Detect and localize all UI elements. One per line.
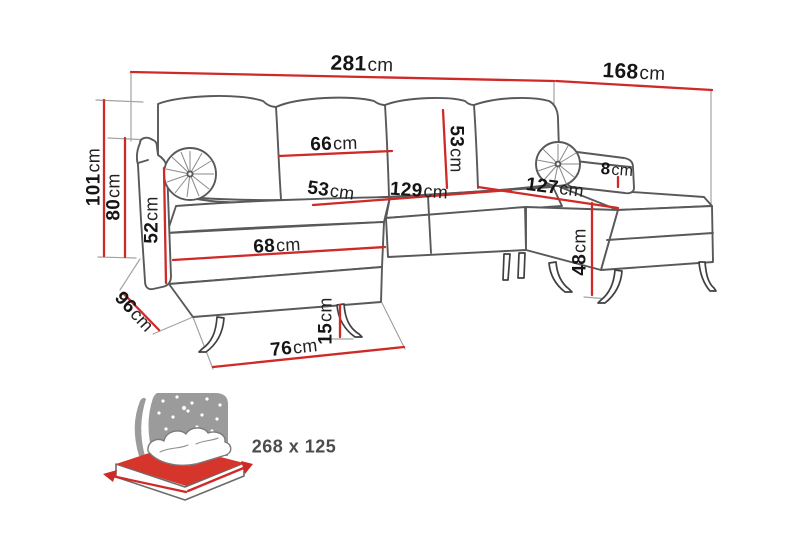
dim-label-back-height: 101cm [83, 147, 105, 207]
dim-label-armrest-inner-height: 52cm [141, 196, 163, 244]
left-chaise [166, 196, 391, 318]
dim-line-chaise-front-width [171, 245, 387, 262]
dim-label-back-cushion-width: 66cm [309, 132, 358, 156]
sofa-leg [517, 252, 526, 279]
sofa-leg [336, 303, 363, 338]
bed-blanket [147, 427, 232, 466]
sofa-leg [502, 253, 511, 281]
dim-line-chaise-depth [121, 291, 161, 332]
sofa-drawing [136, 95, 717, 353]
dim-label-leg-height: 15cm [315, 297, 337, 345]
night-sky-fold [134, 397, 146, 456]
dim-line-total-width [129, 70, 556, 83]
middle-seats [385, 186, 563, 258]
sofa-leg [698, 261, 717, 292]
dim-line-side-depth [554, 79, 714, 92]
back-cushion-seam [275, 106, 282, 200]
back-cushion-seam [473, 104, 479, 189]
dim-label-chaise-front-width: 68cm [252, 234, 302, 258]
sofa-leg [597, 269, 623, 304]
dim-line-back-cushion-height [441, 108, 449, 190]
dim-label-armrest-height: 80cm [103, 173, 125, 221]
dimension-lines [102, 70, 714, 369]
dim-line-armrest-inner-height [162, 166, 168, 285]
dim-label-seat-height: 48cm [569, 228, 591, 276]
dim-label-seat-width: 129cm [389, 178, 449, 203]
sofa-legs [198, 252, 717, 353]
dim-label-armrest-width: 8cm [600, 158, 634, 181]
left-armrest-step [137, 159, 149, 164]
bolster-pillow-right [535, 141, 581, 187]
sofa-leg [198, 316, 225, 353]
right-chaise [525, 186, 714, 271]
sleeping-area-size: 268 x 125 [251, 436, 337, 457]
stars [157, 395, 223, 449]
bed-size-arrows [103, 461, 253, 494]
bolster-pillow-left [163, 147, 217, 201]
dim-line-base-width [211, 345, 406, 369]
dim-label-back-cushion-height: 53cm [445, 125, 467, 173]
sofa-bed-icon [103, 393, 253, 501]
dim-line-chaise-length [476, 185, 620, 210]
dim-label-total-width: 281cm [330, 51, 394, 77]
dim-line-seat-width [311, 188, 513, 207]
dim-line-back-cushion-width [277, 149, 394, 158]
left-armrest [136, 136, 172, 291]
dim-label-side-depth: 168cm [601, 58, 666, 86]
sofa-leg [548, 261, 573, 293]
back-cushion-row [157, 95, 560, 204]
